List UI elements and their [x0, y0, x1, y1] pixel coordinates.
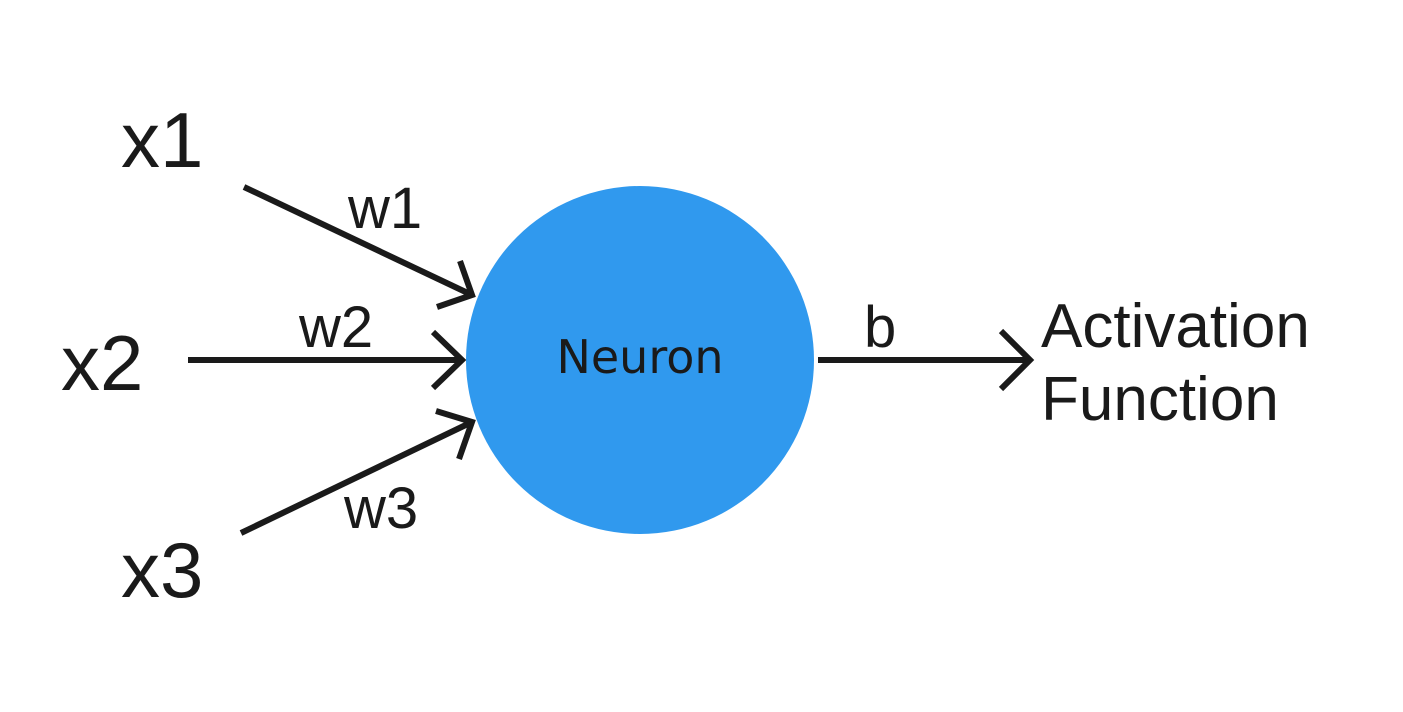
output-arrow — [818, 328, 1035, 392]
activation-function-label-line1: Activation — [1041, 292, 1310, 361]
bias-label: b — [864, 295, 896, 360]
input-arrow-x1 — [242, 184, 476, 310]
activation-function-label-line2: Function — [1041, 365, 1279, 434]
input-label-x1: x1 — [121, 96, 203, 184]
neuron-label: Neuron — [556, 330, 723, 384]
weight-label-w3: w3 — [343, 476, 418, 541]
weight-label-w1: w1 — [347, 176, 422, 241]
neuron-circle — [466, 186, 814, 534]
input-arrow-x2 — [188, 329, 467, 391]
input-arrow-x3 — [239, 408, 476, 536]
input-label-x3: x3 — [121, 526, 203, 614]
weight-label-w2: w2 — [298, 295, 373, 360]
input-label-x2: x2 — [61, 319, 143, 407]
